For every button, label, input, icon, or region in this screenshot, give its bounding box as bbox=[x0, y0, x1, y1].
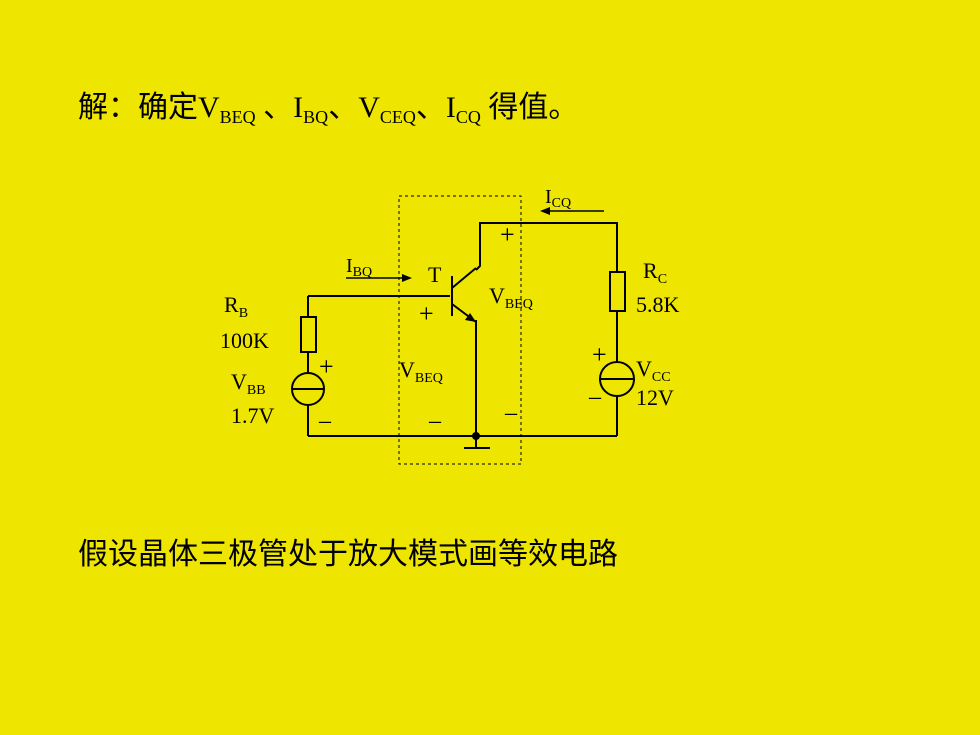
collector-plus-sign: + bbox=[500, 220, 515, 249]
rb-value-label: 100K bbox=[220, 328, 269, 353]
collector-wire bbox=[475, 222, 618, 272]
icq-symbol: I bbox=[445, 91, 456, 124]
icq-label: ICQ bbox=[545, 186, 571, 211]
circuit-wires bbox=[307, 222, 618, 437]
vbb-source bbox=[291, 372, 325, 406]
vbeq-subscript: BEQ bbox=[219, 107, 256, 127]
rc-resistor bbox=[609, 271, 626, 312]
vbb-plus-sign: + bbox=[319, 352, 334, 381]
vbb-name-label: VBB bbox=[231, 369, 266, 398]
title-separator-2: 、 bbox=[328, 91, 359, 124]
ibq-symbol: I bbox=[293, 91, 304, 124]
vceq-symbol: V bbox=[358, 91, 380, 124]
title-suffix: 得值。 bbox=[480, 91, 579, 124]
ground-icon bbox=[464, 436, 490, 449]
vcc-minus-sign: – bbox=[588, 384, 602, 410]
rc-value-label: 5.8K bbox=[636, 292, 680, 317]
vbb-value-label: 1.7V bbox=[231, 403, 275, 428]
icq-subscript: CQ bbox=[455, 107, 481, 127]
vbeq-right-label: VBEQ bbox=[489, 283, 533, 312]
vcc-plus-sign: + bbox=[592, 340, 607, 369]
icq-arrow bbox=[540, 207, 604, 215]
rc-name-label: RC bbox=[643, 258, 667, 287]
vcc-value-label: 12V bbox=[636, 385, 674, 410]
vceq-subscript: CEQ bbox=[379, 107, 416, 127]
vcc-name-label: VCC bbox=[636, 356, 671, 385]
ibq-subscript: BQ bbox=[303, 107, 329, 127]
rb-resistor bbox=[300, 316, 317, 353]
transistor-symbol bbox=[451, 267, 477, 323]
ibq-label: IBQ bbox=[346, 255, 372, 280]
ibq-arrow bbox=[346, 274, 412, 282]
emitter-minus-sign: – bbox=[504, 400, 518, 426]
base-plus-sign: + bbox=[419, 299, 434, 328]
assumption-note: 假设晶体三极管处于放大模式画等效电路 bbox=[78, 538, 618, 571]
transistor-label: T bbox=[428, 262, 442, 287]
vcc-source bbox=[599, 361, 635, 397]
transistor-boundary-box bbox=[398, 195, 522, 465]
vbeq-symbol: V bbox=[198, 91, 220, 124]
title-separator-3: 、 bbox=[415, 91, 446, 124]
vbb-minus-sign: – bbox=[318, 408, 332, 434]
title-separator-1: 、 bbox=[255, 91, 294, 124]
transistor-collector-lead bbox=[451, 267, 477, 289]
page-title: 解：确定VBEQ 、IBQ、VCEQ、ICQ 得值。 bbox=[78, 88, 578, 137]
title-prefix: 解：确定 bbox=[78, 91, 198, 124]
emitter-arrow-icon bbox=[465, 313, 476, 322]
rb-name-label: RB bbox=[224, 292, 248, 321]
base-minus-sign: – bbox=[428, 408, 442, 434]
vbeq-left-label: VBEQ bbox=[399, 357, 443, 386]
